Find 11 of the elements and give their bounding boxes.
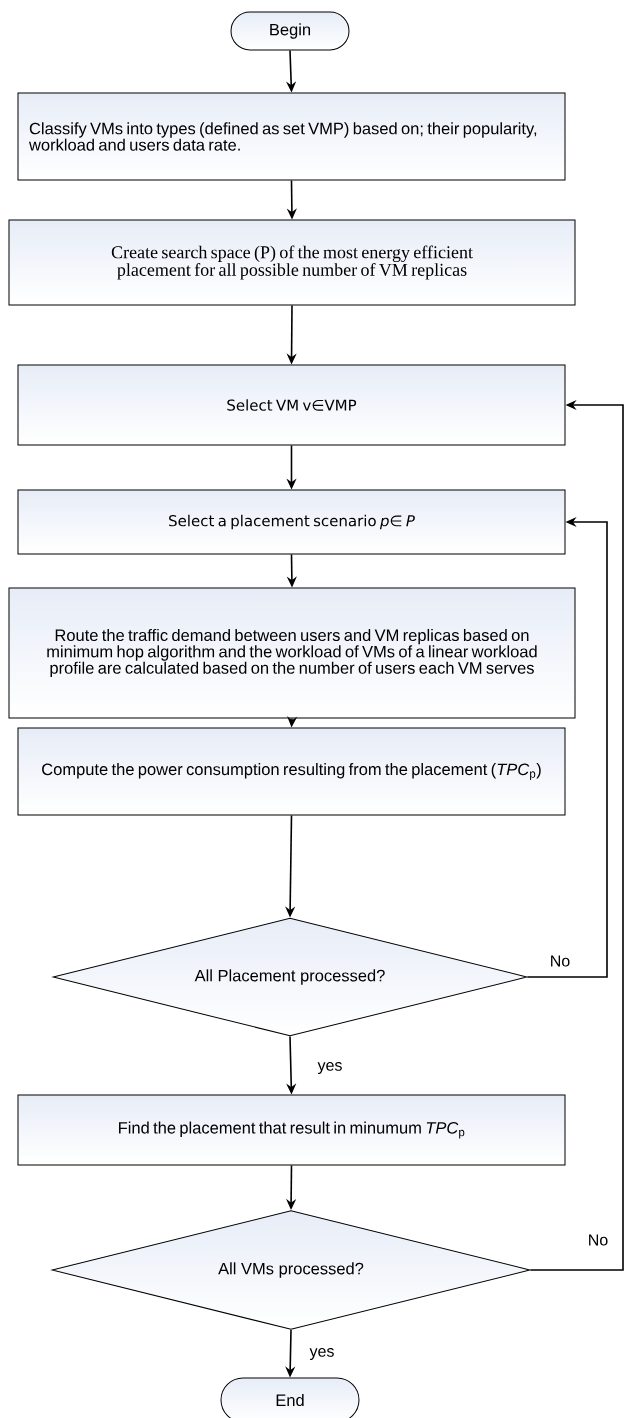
edge-label: No [586,1233,610,1247]
process-box: Create search space (P) of the most energy efficient placement for all possible number of VM replicas [8,219,576,306]
process-box: Compute the power consumption resulting from the placement (TPC$_{p}$) [17,727,566,816]
edge-label: yes [316,1061,344,1075]
process-box: Select a placement scenario p∈ P [17,489,566,555]
process-box: Select VM v∈VMP [17,364,566,446]
process-box: Find the placement that result in minumum TPC$_{p}$ [17,1094,566,1166]
process-box: Classify VMs into types (defined as set VMP) based on; their popularity, workload and users data rate. [17,92,566,181]
edge-label: yes [308,1347,336,1361]
edge-label: No [548,954,572,968]
process-box: Route the traffic demand between users and VM replicas based on minimum hop algorithm and the workload of VMs of a linear workload profile are calculated based on the number of users each VM serves [8,587,576,719]
